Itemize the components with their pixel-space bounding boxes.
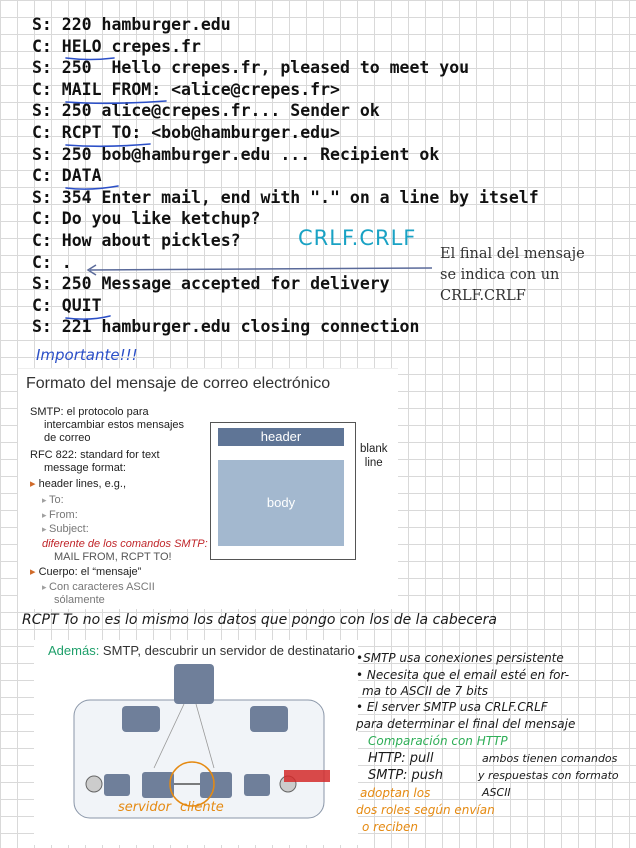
crlf-handwriting: CRLF.CRLF (298, 226, 417, 250)
smtp-def-line: intercambiar estos mensajes (44, 419, 185, 431)
adoptan-note-1: adoptan los (360, 786, 431, 800)
dialogue-line: C: MAIL FROM: <alice@crepes.fr> (32, 79, 340, 99)
dialogue-line: C: Do you like ketchup? (32, 209, 261, 229)
adoptan-note-2: dos roles según envían (356, 803, 495, 817)
dialogue-line: S: 250 Message accepted for delivery (32, 274, 390, 294)
cuerpo-bullet: Cuerpo: el “mensaje” (30, 566, 142, 579)
from-item: From: (42, 509, 78, 522)
bullet-note-1: •SMTP usa conexiones persistente (356, 651, 564, 665)
http-pull-note: HTTP: pull (368, 751, 434, 766)
line-word: line (364, 457, 383, 469)
rfc-definition: RFC 822: standard for text message forma… (30, 449, 160, 475)
header-lines-bullet: header lines, e.g., (30, 478, 126, 491)
underline-helo (65, 57, 115, 61)
dialogue-line: C: QUIT (32, 295, 102, 315)
blank-word: blank (360, 443, 388, 455)
dialogue-line: S: 250 bob@hamburger.edu ... Recipient o… (32, 144, 440, 164)
servidor-label: servidor (118, 800, 171, 815)
dialogue-line: C: RCPT TO: <bob@hamburger.edu> (32, 123, 340, 142)
dialogue-line: S: 354 Enter mail, end with "." on a lin… (32, 187, 539, 207)
slide-title: Formato del mensaje de correo electrónic… (26, 375, 331, 392)
comparacion-heading: Comparación con HTTP (368, 734, 508, 748)
underline-mail-from (65, 100, 167, 105)
adoptan-note-3: o reciben (362, 820, 419, 834)
ambos-note-1: ambos tienen comandos (482, 752, 618, 765)
dialogue-line: S: 250 alice@crepes.fr... Sender ok (32, 101, 380, 121)
diferente-italic: diferente de los comandos SMTP: (42, 538, 208, 550)
rcpt-note: RCPT To no es lo mismo los datos que pon… (22, 612, 498, 628)
dns-local-left (122, 706, 160, 732)
lower-title-keyword: Además: (48, 643, 100, 658)
ascii-note: Con caracteres ASCII sólamente (42, 581, 155, 607)
dialogue-line: C: HELO crepes.fr (32, 36, 201, 56)
to-item: To: (42, 494, 64, 507)
bullet-note-4: • El server SMTP usa CRLF.CRLF (356, 700, 548, 714)
ambos-note-2: y respuestas con formato (478, 769, 619, 782)
ascii-line: sólamente (54, 594, 105, 606)
cliente-label: cliente (180, 800, 224, 815)
ambos-note-3: ASCII (482, 786, 511, 799)
dialogue-line: C: DATA (32, 166, 102, 186)
dialogue-line: S: 221 hamburger.edu closing connection (32, 317, 420, 337)
smtp-def-line: SMTP: el protocolo para (30, 406, 149, 418)
arrow-to-dot (86, 264, 433, 276)
underline-data (65, 185, 119, 190)
bob-agent (244, 774, 270, 796)
alice-agent (104, 774, 130, 796)
smtp-push-note: SMTP: push (368, 768, 444, 783)
bullet-note-2: • Necesita que el email esté en for- (356, 668, 570, 682)
red-label-box (284, 770, 330, 782)
dialogue-line: S: 250 Hello crepes.fr, pleased to meet … (32, 58, 470, 78)
blank-line-label: blank line (360, 442, 388, 470)
subject-item: Subject: (42, 523, 89, 536)
serif-note: El final del mensaje se indica con un CR… (440, 246, 585, 304)
mail-server-bob (200, 772, 232, 798)
diferente-note: diferente de los comandos SMTP: MAIL FRO… (42, 538, 208, 564)
dns-links (153, 703, 215, 769)
ascii-line: Con caracteres ASCII (42, 581, 155, 594)
dialogue-line: C: How about pickles? (32, 231, 241, 250)
underline-quit (65, 315, 111, 320)
lower-slide-title: Además: SMTP, descubrir un servidor de d… (48, 643, 355, 658)
lower-title-rest: SMTP, descubrir un servidor de destinata… (99, 643, 355, 658)
dialogue-line: C: . (32, 252, 72, 272)
rfc-def-line: RFC 822: standard for text (30, 449, 160, 461)
importante-note: Importante!!! (36, 346, 138, 364)
dialogue-line: S: 220 hamburger.edu (32, 15, 231, 34)
underline-rcpt-to (65, 143, 151, 148)
header-box: header (218, 428, 344, 446)
rfc-def-line: message format: (44, 462, 126, 474)
smtp-definition: SMTP: el protocolo para intercambiar est… (30, 406, 184, 445)
dns-server-box (174, 664, 214, 704)
bullet-note-3: ma to ASCII de 7 bits (362, 684, 488, 698)
mail-network-diagram (73, 664, 330, 819)
mail-server-alice (142, 772, 174, 798)
alice-person-icon (85, 775, 103, 793)
dns-local-right (250, 706, 288, 732)
diferente-rest: MAIL FROM, RCPT TO! (54, 551, 172, 563)
smtp-def-line: de correo (44, 432, 91, 444)
bullet-note-5: para determinar el final del mensaje (356, 717, 576, 731)
orange-circle-highlight (169, 761, 215, 807)
body-box: body (218, 460, 344, 546)
